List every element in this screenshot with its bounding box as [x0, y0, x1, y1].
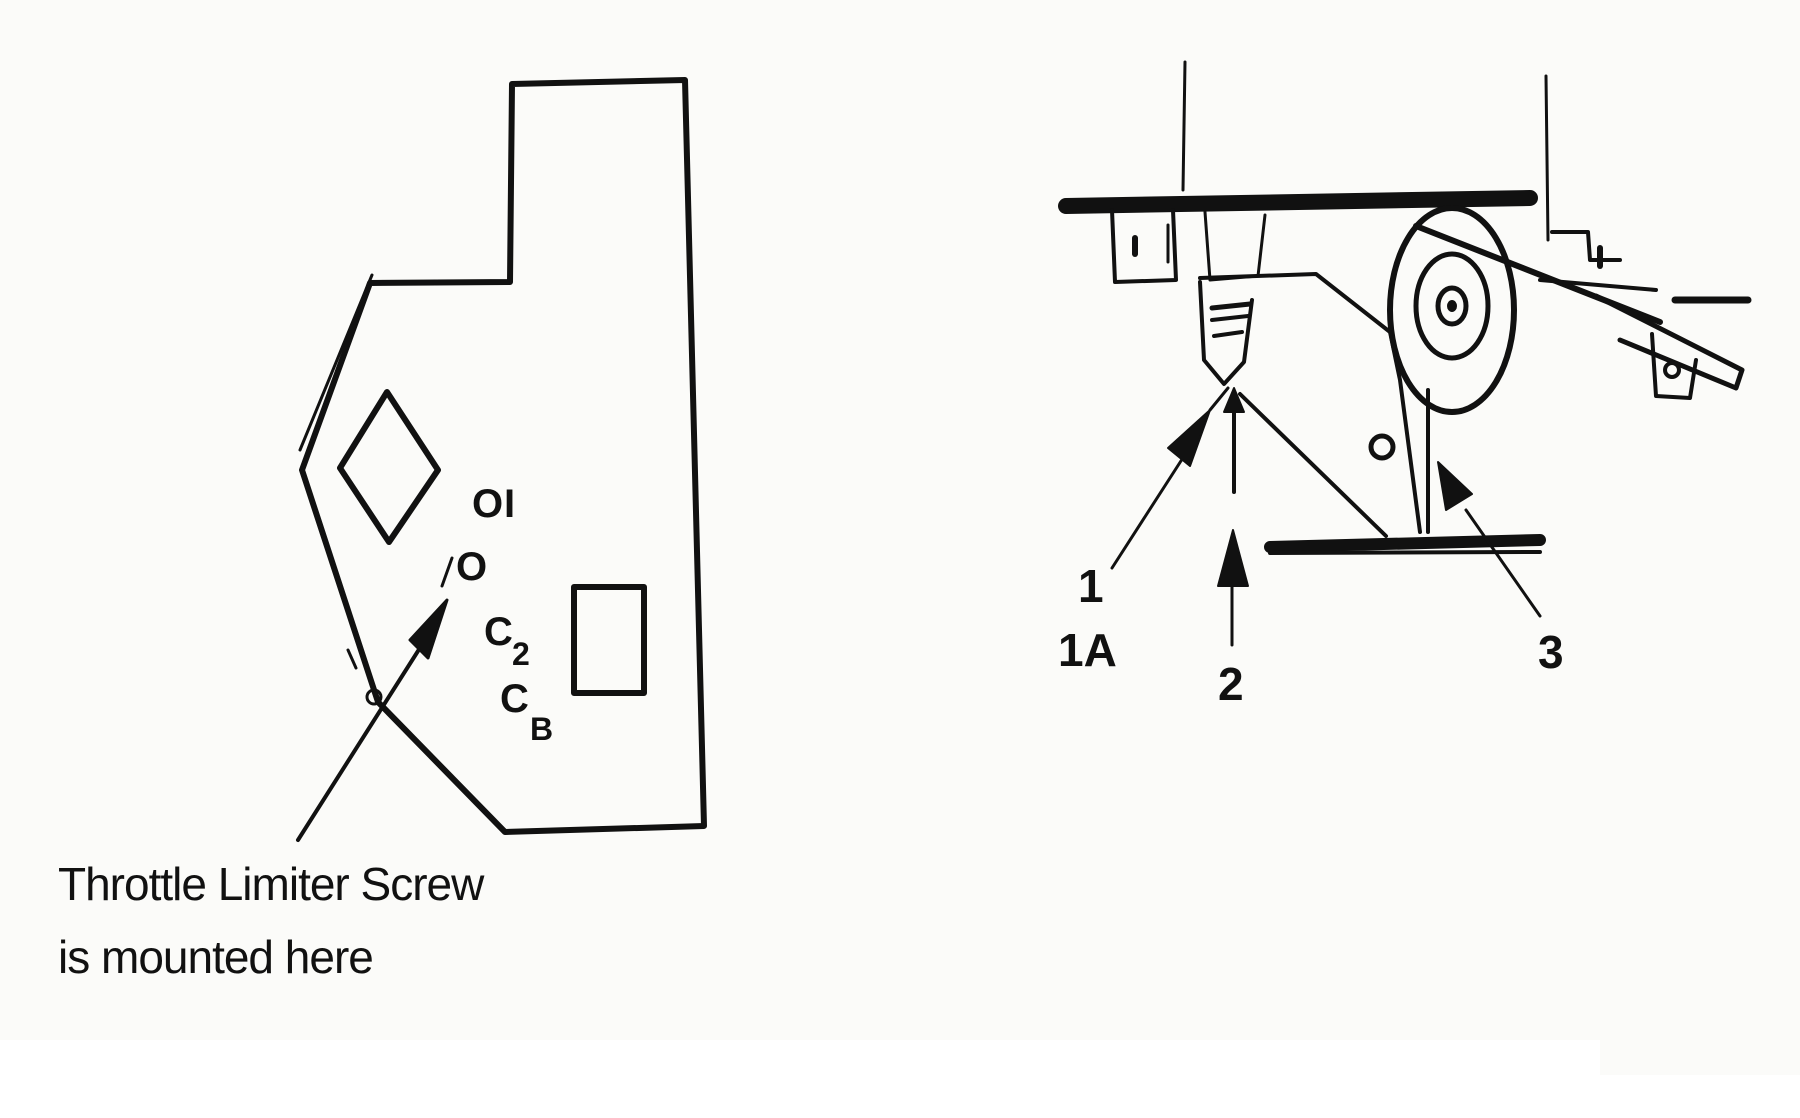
caption-line-1: Throttle Limiter Screw — [58, 858, 485, 910]
right-linkage-diagram — [1058, 60, 1752, 647]
support-plate — [1388, 330, 1422, 534]
callout-1-arrowhead — [1167, 409, 1211, 467]
callout-label-3: 3 — [1538, 626, 1564, 678]
throttle-stop-block — [1198, 280, 1254, 386]
caption-line-2: is mounted here — [58, 931, 373, 983]
right-bar — [1538, 278, 1658, 292]
hole-label-1-suffix: I — [504, 482, 515, 526]
stop-block-mark — [1212, 330, 1244, 338]
callout-label-1a: 1A — [1058, 624, 1117, 676]
vertical-rod-right — [1544, 74, 1550, 242]
pulley-hub — [1447, 300, 1457, 312]
callout-3-line — [1464, 508, 1542, 618]
base-bar — [1264, 534, 1546, 553]
small-hole — [365, 688, 383, 706]
pulley-inner — [1435, 285, 1469, 327]
center-block — [1203, 210, 1267, 282]
callout-diagonal — [1238, 392, 1388, 538]
limiter-pointer-line — [296, 638, 427, 842]
hole-label-cb-sub: B — [530, 711, 553, 747]
callout-label-2: 2 — [1218, 658, 1244, 710]
stop-block-mark — [1209, 301, 1253, 311]
hole-label-limiter: O — [456, 545, 487, 589]
bracket-edge-mark — [302, 442, 314, 464]
square-cutout — [571, 584, 647, 696]
hole-label-1: O — [472, 482, 503, 526]
vertical-rod-left — [1181, 60, 1187, 192]
lower-plate — [1198, 272, 1392, 334]
bracket-hole-labels: O I O C 2 C B — [456, 482, 553, 747]
left-bracket-diagram — [296, 77, 707, 842]
right-arm-bracket — [1550, 230, 1622, 262]
limiter-pointer-arrowhead — [408, 598, 449, 660]
cable-bolt — [1663, 361, 1681, 379]
base-bar-lower — [1268, 550, 1542, 555]
pulley-mid — [1413, 251, 1491, 361]
left-block — [1110, 208, 1178, 284]
callout-2-arrowhead — [1217, 529, 1249, 587]
cable-bracket — [1650, 332, 1698, 400]
support-plate-hole — [1368, 433, 1396, 461]
limiter-pointer-tick — [440, 556, 454, 588]
callout-2-upper-arrow — [1223, 387, 1245, 413]
callout-3-arrowhead — [1437, 461, 1473, 511]
callout-label-1: 1 — [1078, 560, 1104, 612]
callout-1-line — [1110, 448, 1190, 570]
hole-label-c2: C — [484, 610, 513, 654]
pulley-outer — [1387, 205, 1517, 415]
bottom-blank-strip — [0, 1040, 1600, 1118]
hole-label-cb: C — [500, 677, 529, 721]
top-beam — [1058, 190, 1538, 214]
callout-1-to-stop — [1208, 386, 1230, 412]
callout-labels: 1 1A 2 3 — [1058, 560, 1564, 710]
hole-label-c2-sub: 2 — [512, 636, 530, 672]
stop-block-mark — [1210, 314, 1250, 322]
bracket-edge-mark — [346, 648, 358, 670]
diamond-cutout — [337, 389, 441, 545]
bracket-edge-mark — [298, 273, 374, 452]
bottom-blank-strip-right — [1600, 1075, 1800, 1118]
